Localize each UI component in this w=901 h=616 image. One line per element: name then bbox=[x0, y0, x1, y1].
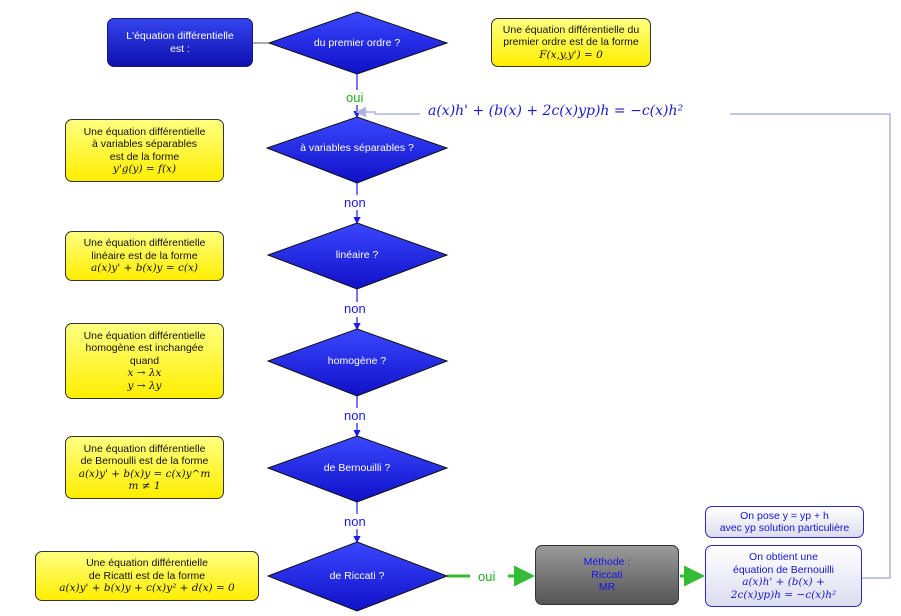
note-separable-formula: y'g(y) = f(x) bbox=[112, 163, 177, 175]
note-bernoulli-line1: Une équation différentielle bbox=[83, 442, 206, 455]
first-order-note-formula: F(x,y,y') = 0 bbox=[539, 48, 603, 61]
start-box-line1: L'équation différentielle bbox=[126, 30, 234, 42]
note-homogeneous-formula2: y → λy bbox=[127, 379, 162, 392]
note-riccati: Une équation différentielle de Ricatti e… bbox=[35, 551, 259, 601]
first-order-note: Une équation différentielle du premier o… bbox=[491, 18, 651, 67]
note-linear: Une équation différentielle linéaire est… bbox=[65, 231, 224, 281]
note-bernoulli-formula2: m ≠ 1 bbox=[128, 480, 161, 492]
pose-box-line2: avec yp solution particulière bbox=[719, 522, 850, 534]
note-homogeneous-line1: Une équation différentielle bbox=[83, 329, 206, 342]
result-box: On obtient une équation de Bernouilli a(… bbox=[705, 545, 862, 607]
decision-diamond-3 bbox=[266, 222, 449, 290]
edge-label-non-3: non bbox=[344, 408, 366, 423]
decision-diamond-1 bbox=[267, 11, 449, 75]
note-riccati-line2: de Ricatti est de la forme bbox=[88, 569, 206, 582]
feedback-line-right bbox=[730, 113, 891, 579]
result-box-line1: On obtient une bbox=[749, 551, 818, 563]
note-riccati-formula: a(x)y' + b(x)y + c(x)y² + d(x) = 0 bbox=[59, 582, 235, 595]
note-homogeneous-line3: quand bbox=[129, 354, 160, 367]
start-box-line2: est : bbox=[170, 42, 190, 55]
edge-label-non-1: non bbox=[344, 195, 366, 210]
result-box-line2: équation de Bernouilli bbox=[733, 563, 834, 576]
result-box-line4: 2c(x)yp)h = −c(x)h² bbox=[730, 588, 837, 601]
edge-label-oui-top: oui bbox=[346, 90, 364, 105]
result-box-line3: a(x)h' + (b(x) + bbox=[742, 576, 825, 588]
note-linear-line2: linéaire est de la forme bbox=[91, 249, 198, 262]
decision-label-riccati: de Riccati ? bbox=[329, 570, 385, 582]
decision-diamond-4 bbox=[266, 328, 449, 397]
pose-box-line1: On pose y = yp + h bbox=[740, 509, 829, 522]
note-separable-line2: à variables séparables bbox=[91, 138, 198, 150]
method-box: Méthode : Riccati MR bbox=[535, 545, 679, 605]
decision-label-linear: linéaire ? bbox=[335, 249, 379, 261]
method-box-line2: Riccati bbox=[591, 568, 623, 581]
note-homogeneous-formula1: x → λx bbox=[127, 367, 162, 380]
decision-label-homogeneous: homogène ? bbox=[327, 355, 387, 367]
note-separable: Une équation différentielle à variables … bbox=[65, 119, 224, 182]
note-bernoulli: Une équation différentielle de Bernoulli… bbox=[65, 436, 224, 499]
method-box-line3: MR bbox=[598, 581, 616, 594]
note-linear-formula: a(x)y' + b(x)y = c(x) bbox=[91, 262, 198, 275]
decision-diamond-6 bbox=[266, 541, 449, 612]
method-box-line1: Méthode : bbox=[583, 556, 631, 569]
note-separable-line1: Une équation différentielle bbox=[83, 125, 206, 138]
feedback-equation: a(x)h' + (b(x) + 2c(x)yp)h = −c(x)h² bbox=[422, 103, 690, 119]
start-box: L'équation différentielle est : bbox=[107, 18, 253, 67]
note-homogeneous-line2: homogène est inchangée bbox=[85, 342, 204, 355]
decision-label-separable: à variables séparables ? bbox=[300, 142, 414, 154]
decision-label-first-order: du premier ordre ? bbox=[313, 37, 401, 49]
note-separable-line3: est de la forme bbox=[109, 150, 180, 163]
note-bernoulli-formula1: a(x)y' + b(x)y = c(x)y^m bbox=[78, 467, 211, 480]
edge-label-oui-riccati: oui bbox=[478, 569, 496, 584]
first-order-note-line2: premier ordre est de la forme bbox=[503, 36, 639, 49]
decision-diamond-2 bbox=[265, 116, 449, 184]
note-riccati-line1: Une équation différentielle bbox=[86, 557, 208, 570]
feedback-line-left bbox=[355, 106, 420, 118]
note-bernoulli-line2: de Bernoulli est de la forme bbox=[80, 455, 209, 467]
pose-box: On pose y = yp + h avec yp solution part… bbox=[705, 506, 864, 538]
edge-label-non-2: non bbox=[344, 301, 366, 316]
decision-label-bernoulli: de Bernouilli ? bbox=[323, 462, 391, 474]
note-linear-line1: Une équation différentielle bbox=[83, 237, 206, 250]
note-homogeneous: Une équation différentielle homogène est… bbox=[65, 323, 224, 399]
first-order-note-line1: Une équation différentielle du bbox=[502, 23, 640, 36]
edge-label-non-4: non bbox=[344, 514, 366, 529]
decision-diamond-5 bbox=[266, 435, 449, 503]
